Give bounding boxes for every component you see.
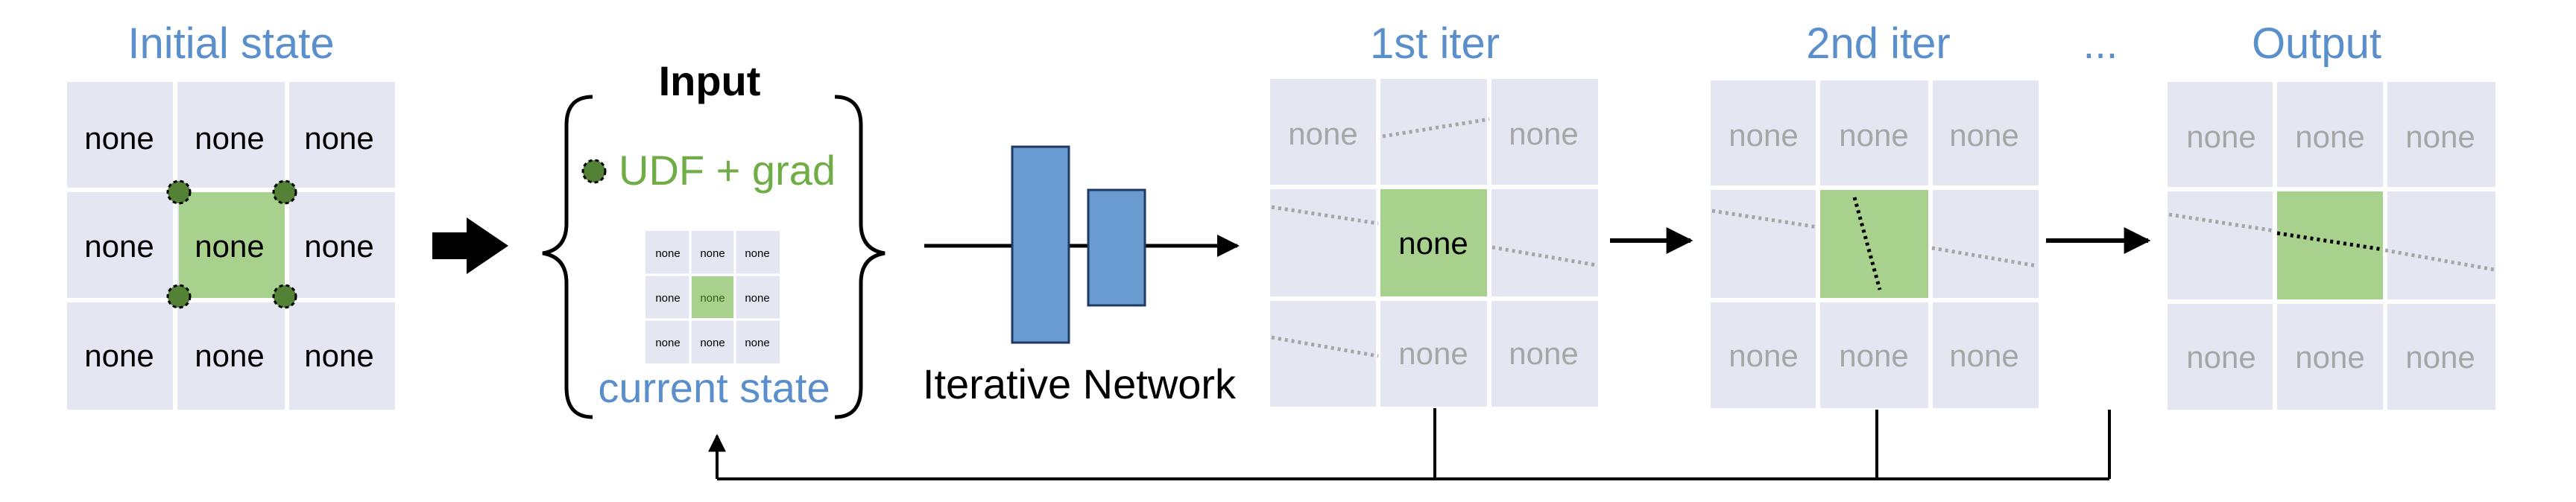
grid-initial-state: none none none none none none none none …: [67, 82, 395, 410]
network-layer-1: [1011, 145, 1070, 344]
cell-label: none: [1288, 116, 1357, 151]
edge-segment-active: [2276, 231, 2384, 252]
cell-label: none: [2295, 340, 2364, 375]
left-brace: [542, 95, 593, 419]
cell-label: none: [655, 292, 680, 305]
cell-label: none: [1949, 338, 2018, 373]
cell-label: none: [195, 229, 264, 264]
cell-label: none: [745, 292, 769, 305]
active-cell: [1820, 190, 1928, 298]
cell-label: none: [304, 121, 373, 156]
cell-label: none: [304, 229, 373, 264]
cell-label: none: [195, 338, 264, 373]
current-state-label: current state: [598, 364, 830, 411]
edge-segment: [1491, 245, 1597, 267]
udf-point-icon: [581, 159, 607, 184]
cell-label: none: [1839, 118, 1908, 153]
cell-label: none: [745, 337, 769, 349]
cell-label: none: [655, 247, 680, 260]
cell-label: none: [84, 121, 154, 156]
active-cell: [179, 192, 285, 298]
edge-segment-active: [1852, 197, 1882, 290]
edge-segment: [2384, 248, 2495, 272]
ellipsis: ...: [2083, 20, 2118, 67]
corner-point: [166, 284, 192, 309]
cell-label: none: [2186, 119, 2255, 154]
edge-segment: [1382, 117, 1490, 139]
cell-label: none: [195, 121, 264, 156]
cell-label: none: [2186, 340, 2255, 375]
edge-segment: [1271, 335, 1379, 358]
edge-segment: [1271, 205, 1379, 226]
title-output: Output: [2252, 19, 2381, 68]
feedback-loop: [708, 408, 2111, 480]
cell-label: none: [2405, 119, 2475, 154]
cell-label: none: [1398, 336, 1468, 371]
active-cell: [2277, 191, 2383, 299]
cell-label: none: [745, 247, 769, 260]
grid-first-iter: none none none none none: [1270, 79, 1598, 407]
corner-point: [166, 179, 192, 205]
udf-grad-label: UDF + grad: [619, 147, 836, 194]
right-brace: [834, 95, 886, 419]
mini-grid-current-state: none none none none none none none none …: [645, 231, 780, 363]
cell-label: none: [700, 292, 724, 305]
cell-label: none: [1729, 338, 1798, 373]
cell-label: none: [1839, 338, 1908, 373]
edge-segment: [2168, 212, 2276, 233]
block-arrow: [432, 217, 508, 274]
title-initial-state: Initial state: [127, 19, 334, 68]
corner-point: [272, 284, 297, 309]
title-second-iter: 2nd iter: [1806, 19, 1950, 68]
title-first-iter: 1st iter: [1370, 19, 1500, 68]
cell-label: none: [700, 337, 724, 349]
network-layer-2: [1087, 188, 1146, 307]
cell-label: none: [84, 338, 154, 373]
grid-second-iter: none none none none none none: [1711, 80, 2039, 408]
cell-label: none: [1729, 118, 1798, 153]
corner-point: [272, 179, 297, 205]
cell-label: none: [1509, 336, 1578, 371]
cell-label: none: [655, 337, 680, 349]
cell-label: none: [1949, 118, 2018, 153]
cell-label: none: [1509, 116, 1578, 151]
active-cell: [1380, 189, 1487, 297]
grid-output: none none none none none none: [2168, 82, 2496, 410]
edge-segment: [1931, 246, 2038, 268]
cell-label: none: [1398, 226, 1468, 261]
input-heading: Input: [659, 57, 761, 104]
cell-label: none: [84, 229, 154, 264]
network-label: Iterative Network: [923, 360, 1237, 407]
cell-label: none: [2405, 340, 2475, 375]
cell-label: none: [700, 247, 724, 260]
edge-segment: [1711, 209, 1819, 229]
cell-label: none: [304, 338, 373, 373]
cell-label: none: [2295, 119, 2364, 154]
